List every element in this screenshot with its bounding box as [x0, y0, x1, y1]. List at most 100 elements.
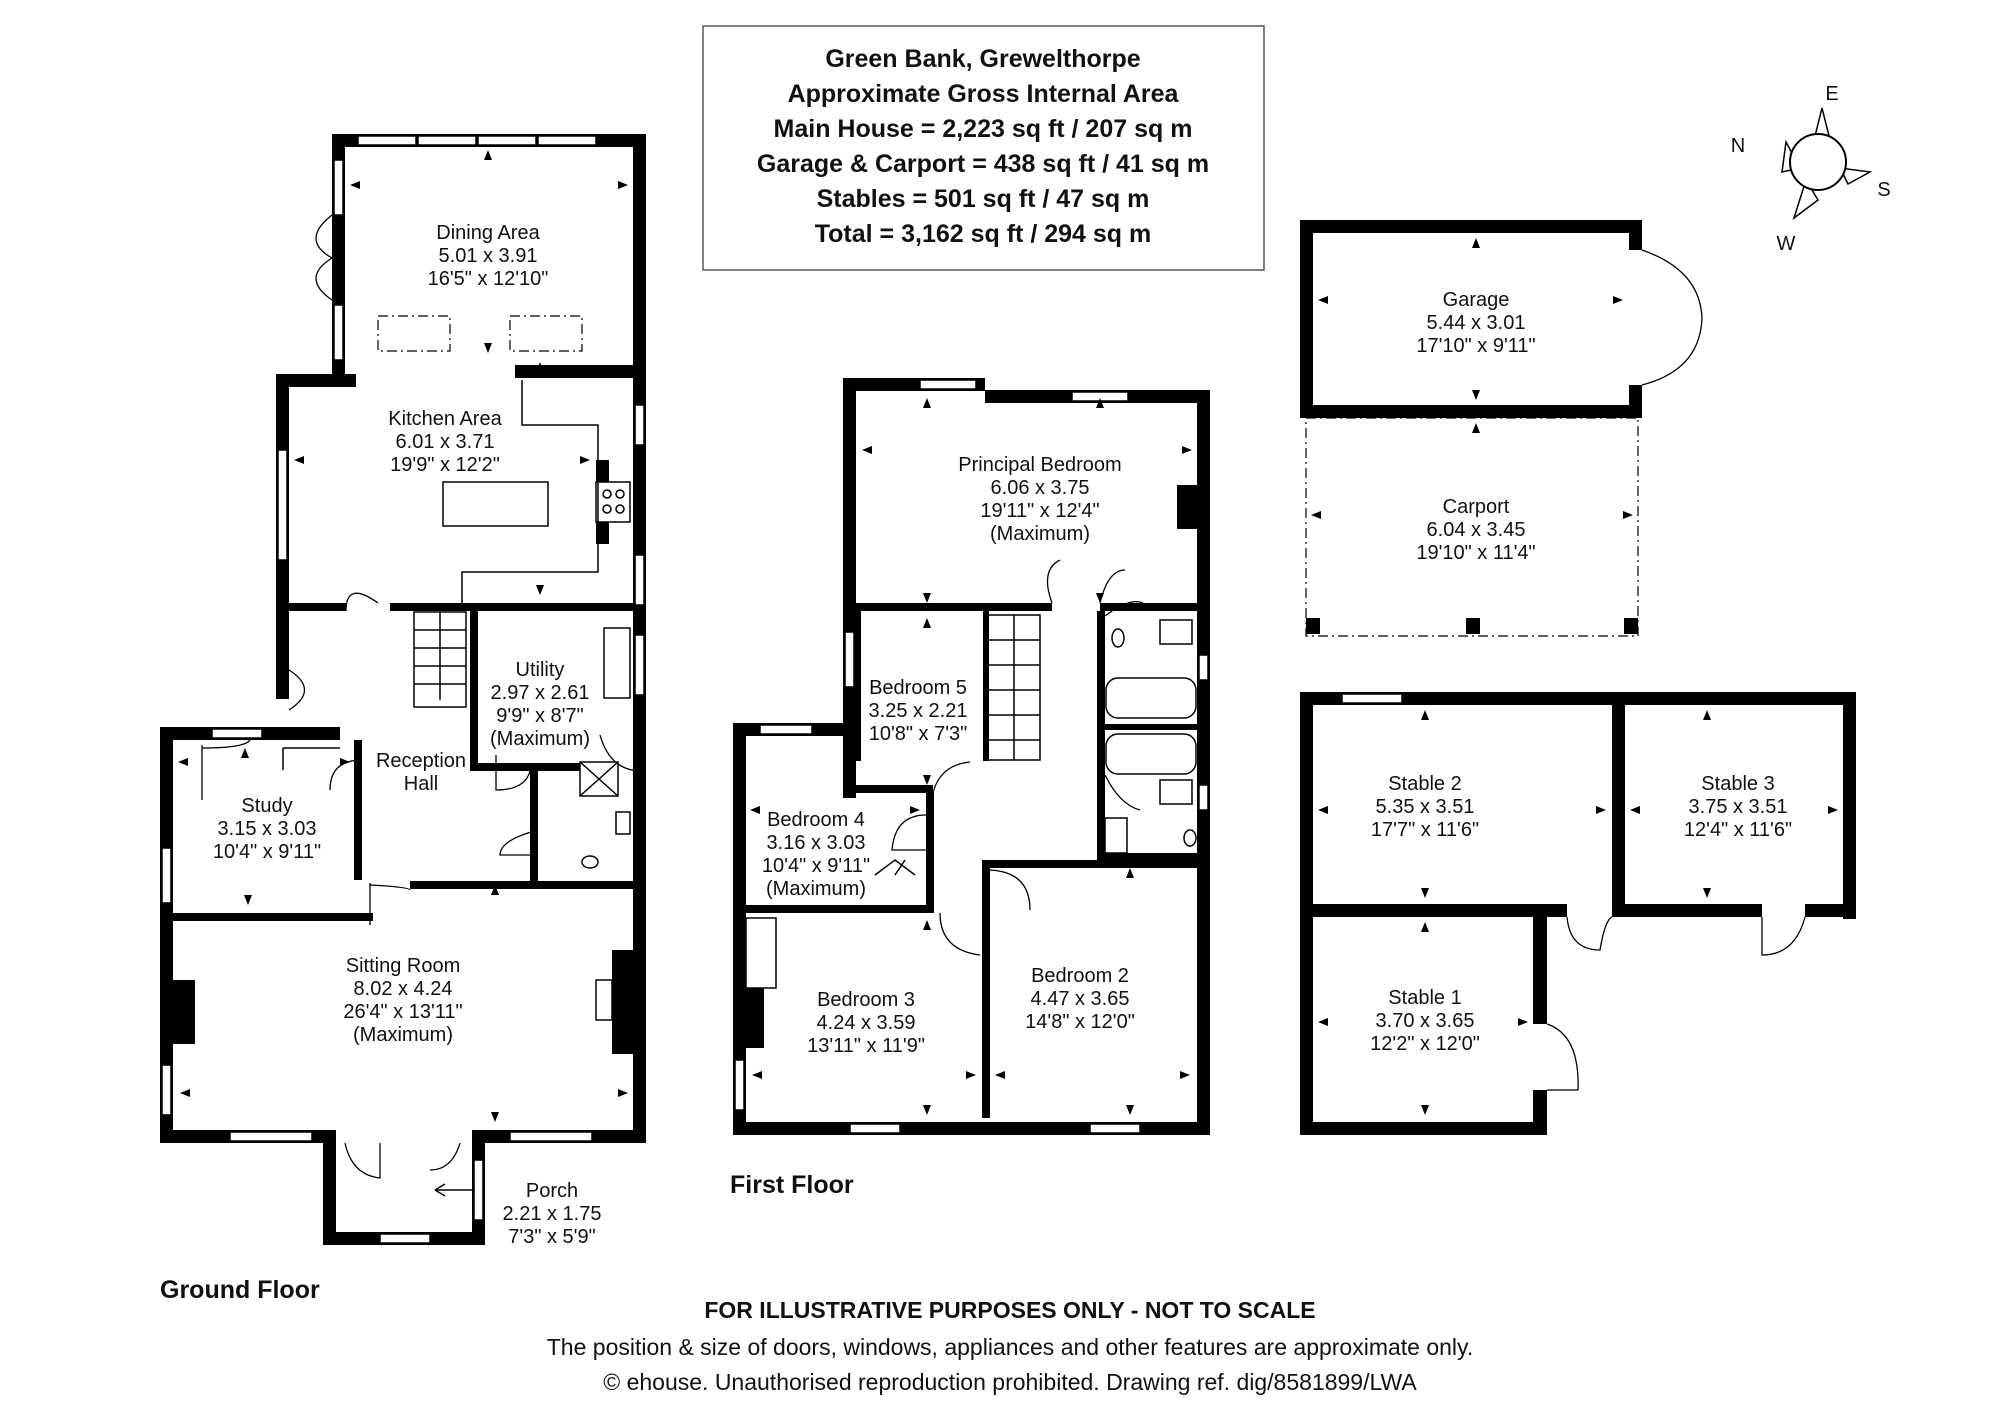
room-metric: 8.02 x 4.24 [354, 978, 453, 1000]
roof-light [377, 315, 451, 352]
wall [856, 603, 1052, 611]
room-label-sitting: Sitting Room 8.02 x 4.24 26'4" x 13'11" … [343, 955, 462, 1046]
room-name: Study [241, 795, 292, 817]
door [1546, 1023, 1579, 1091]
title-area-heading: Approximate Gross Internal Area [788, 80, 1180, 108]
wall [276, 374, 356, 387]
first-floor-plan [733, 378, 1210, 1135]
basin-icon [1183, 829, 1197, 847]
window [333, 159, 344, 216]
window [477, 135, 537, 146]
room-metric: 5.44 x 3.01 [1427, 312, 1526, 334]
window [379, 1233, 431, 1244]
garage-carport-plan [1300, 220, 1703, 637]
room-metric: 6.06 x 3.75 [991, 477, 1090, 499]
stair-treads [988, 615, 1040, 760]
room-imperial: 12'2" x 12'0" [1370, 1033, 1480, 1055]
door [201, 739, 251, 800]
wall [746, 905, 926, 913]
window [161, 1064, 172, 1116]
wall [289, 603, 346, 611]
basin-icon [581, 855, 599, 869]
hob-ring [602, 504, 612, 514]
wall [982, 868, 990, 1118]
wall [470, 763, 580, 771]
room-metric: 2.97 x 2.61 [491, 682, 590, 704]
door [939, 912, 981, 956]
hob-ring [602, 489, 612, 499]
wall [160, 727, 173, 1137]
room-imperial: 10'4" x 9'11" [213, 841, 321, 863]
hob-ring [615, 504, 625, 514]
door [329, 759, 363, 791]
room-note: (Maximum) [490, 728, 590, 750]
wall [1105, 853, 1197, 861]
compass-s-label: S [1877, 179, 1890, 201]
wall [323, 1130, 336, 1245]
wall [982, 860, 1197, 868]
room-imperial: 7'3" x 5'9" [508, 1226, 595, 1248]
staircase [413, 611, 467, 708]
door [985, 869, 1031, 911]
door [891, 814, 927, 851]
window [759, 724, 813, 735]
wall [633, 134, 646, 384]
room-metric: 2.21 x 1.75 [503, 1203, 602, 1225]
room-metric: 3.25 x 2.21 [869, 700, 968, 722]
wall [1300, 692, 1856, 705]
staircase [987, 614, 1041, 761]
room-imperial: 19'11" x 12'4" [980, 500, 1099, 522]
room-imperial: 19'9" x 12'2" [390, 454, 500, 476]
wall [855, 611, 861, 761]
post [1306, 618, 1320, 634]
wall [276, 669, 289, 699]
room-name: Carport [1443, 496, 1510, 518]
window [1198, 654, 1209, 681]
room-label-stable2: Stable 2 5.35 x 3.51 17'7" x 11'6" [1371, 773, 1479, 841]
room-note: (Maximum) [766, 878, 866, 900]
footer-disclaimer: FOR ILLUSTRATIVE PURPOSES ONLY - NOT TO … [704, 1297, 1315, 1323]
compass-icon: E N S W [1731, 83, 1891, 255]
basin-icon [1111, 628, 1125, 648]
room-name: Bedroom 4 [767, 809, 865, 831]
chimney-breast [612, 950, 634, 1054]
room-name: Principal Bedroom [958, 454, 1121, 476]
wall [1805, 904, 1856, 917]
door [1046, 559, 1126, 604]
room-metric: 5.01 x 3.91 [439, 245, 538, 267]
wall [1097, 724, 1197, 730]
window [849, 1123, 901, 1134]
footer-copyright: © ehouse. Unauthorised reproduction proh… [603, 1369, 1417, 1395]
room-label-study: Study 3.15 x 3.03 10'4" x 9'11" [213, 795, 321, 863]
wall [1300, 405, 1642, 418]
tick [294, 362, 590, 595]
title-box: Green Bank, Grewelthorpe Approximate Gro… [702, 25, 1265, 271]
wall [410, 881, 646, 889]
room-label-stable3: Stable 3 3.75 x 3.51 12'4" x 11'6" [1684, 773, 1792, 841]
footer-note: The position & size of doors, windows, a… [547, 1334, 1473, 1360]
room-name: Bedroom 5 [869, 677, 967, 699]
roof-light [509, 315, 583, 352]
shower-tray-cross [579, 761, 619, 797]
title-property-name: Green Bank, Grewelthorpe [825, 45, 1140, 73]
wall [470, 611, 478, 771]
sink-icon [603, 627, 631, 699]
room-label-kitchen: Kitchen Area 6.01 x 3.71 19'9" x 12'2" [388, 408, 502, 476]
hob-ring [615, 489, 625, 499]
wall [1533, 904, 1547, 1024]
wall [1629, 220, 1642, 250]
wall [1612, 705, 1625, 910]
room-imperial: 14'8" x 12'0" [1025, 1011, 1135, 1033]
wall [926, 793, 934, 913]
first-floor-title: First Floor [730, 1171, 854, 1199]
title-main-house: Main House = 2,223 sq ft / 207 sq m [774, 115, 1193, 143]
room-metric: 4.47 x 3.65 [1031, 988, 1130, 1010]
room-name: Sitting Room [346, 955, 461, 977]
compass-w-label: W [1777, 233, 1796, 255]
compass-e-label: E [1825, 83, 1838, 105]
door [369, 883, 411, 925]
window [537, 135, 597, 146]
wall [354, 740, 362, 880]
wall [515, 365, 646, 378]
